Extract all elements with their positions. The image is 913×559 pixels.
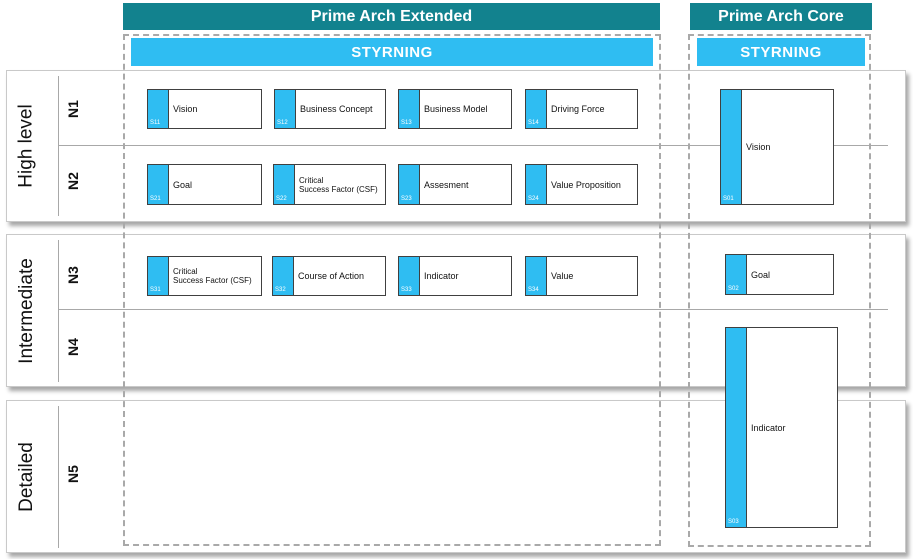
element-box-s13[interactable]: S13 Business Model: [398, 89, 512, 129]
element-label: Vision: [173, 104, 198, 114]
row-divider-n1-n2: [58, 145, 888, 146]
row-label-n1: N1: [65, 100, 81, 118]
element-strip: S24: [526, 165, 547, 204]
element-label: Course of Action: [298, 271, 365, 281]
element-strip: S03: [726, 328, 747, 527]
element-box-s32[interactable]: S32 Course of Action: [272, 256, 386, 296]
element-box-s14[interactable]: S14 Driving Force: [525, 89, 638, 129]
row-label-n5: N5: [65, 465, 81, 483]
element-strip: S34: [526, 257, 547, 295]
element-box-s12[interactable]: S12 Business Concept: [274, 89, 386, 129]
extended-section-label: STYRNING: [351, 43, 433, 61]
element-label: Value: [551, 271, 574, 281]
element-box-s33[interactable]: S33 Indicator: [398, 256, 512, 296]
extended-header: Prime Arch Extended: [123, 3, 660, 30]
element-box-s31[interactable]: S31 Critical Success Factor (CSF): [147, 256, 262, 296]
row-divider-vertical-high: [58, 76, 59, 216]
element-label: Goal: [173, 179, 193, 190]
core-title: Prime Arch Core: [718, 7, 844, 25]
core-header: Prime Arch Core: [690, 3, 872, 30]
element-strip: S01: [721, 90, 742, 204]
element-label: Vision: [746, 142, 771, 152]
extended-frame: [123, 34, 661, 546]
row-divider-vertical-detailed: [58, 406, 59, 548]
element-label: Critical Success Factor (CSF): [173, 267, 252, 285]
core-frame: [688, 34, 871, 547]
element-box-s01[interactable]: S01 Vision: [720, 89, 834, 205]
core-section-bar: STYRNING: [697, 38, 865, 66]
element-label: Indicator: [751, 422, 786, 433]
element-box-s24[interactable]: S24 Value Proposition: [525, 164, 638, 205]
level-label-intermediate: Intermediate: [16, 258, 37, 364]
element-box-s21[interactable]: S21 Goal: [147, 164, 262, 205]
extended-section-bar: STYRNING: [131, 38, 653, 66]
element-box-s22[interactable]: S22 Critical Success Factor (CSF): [273, 164, 386, 205]
element-label: Business Model: [424, 104, 488, 114]
element-strip: S23: [399, 165, 420, 204]
element-box-s23[interactable]: S23 Assesment: [398, 164, 512, 205]
row-label-n4: N4: [65, 338, 81, 356]
element-strip: S33: [399, 257, 420, 295]
element-box-s11[interactable]: S11 Vision: [147, 89, 262, 129]
level-label-high: High level: [16, 104, 37, 188]
element-label: Driving Force: [551, 104, 605, 114]
row-divider-n3-n4: [58, 309, 888, 310]
row-divider-vertical-intermediate: [58, 240, 59, 382]
element-label: Business Concept: [300, 104, 373, 114]
element-strip: S14: [526, 90, 547, 128]
row-label-n2: N2: [65, 172, 81, 190]
core-section-label: STYRNING: [740, 43, 822, 61]
element-label: Value Proposition: [551, 179, 621, 190]
element-strip: S12: [275, 90, 296, 128]
element-box-s02[interactable]: S02 Goal: [725, 254, 834, 295]
element-label: Critical Success Factor (CSF): [299, 175, 378, 194]
element-label: Goal: [751, 269, 771, 280]
element-box-s03[interactable]: S03 Indicator: [725, 327, 838, 528]
extended-title: Prime Arch Extended: [310, 7, 473, 25]
level-label-detailed: Detailed: [16, 442, 37, 512]
element-strip: S13: [399, 90, 420, 128]
element-strip: S02: [726, 255, 747, 294]
element-label: Assesment: [424, 179, 469, 190]
element-label: Indicator: [424, 271, 459, 281]
element-strip: S31: [148, 257, 169, 295]
element-strip: S11: [148, 90, 169, 128]
element-strip: S21: [148, 165, 169, 204]
row-label-n3: N3: [65, 266, 81, 284]
element-box-s34[interactable]: S34 Value: [525, 256, 638, 296]
element-strip: S22: [274, 165, 295, 204]
element-strip: S32: [273, 257, 294, 295]
